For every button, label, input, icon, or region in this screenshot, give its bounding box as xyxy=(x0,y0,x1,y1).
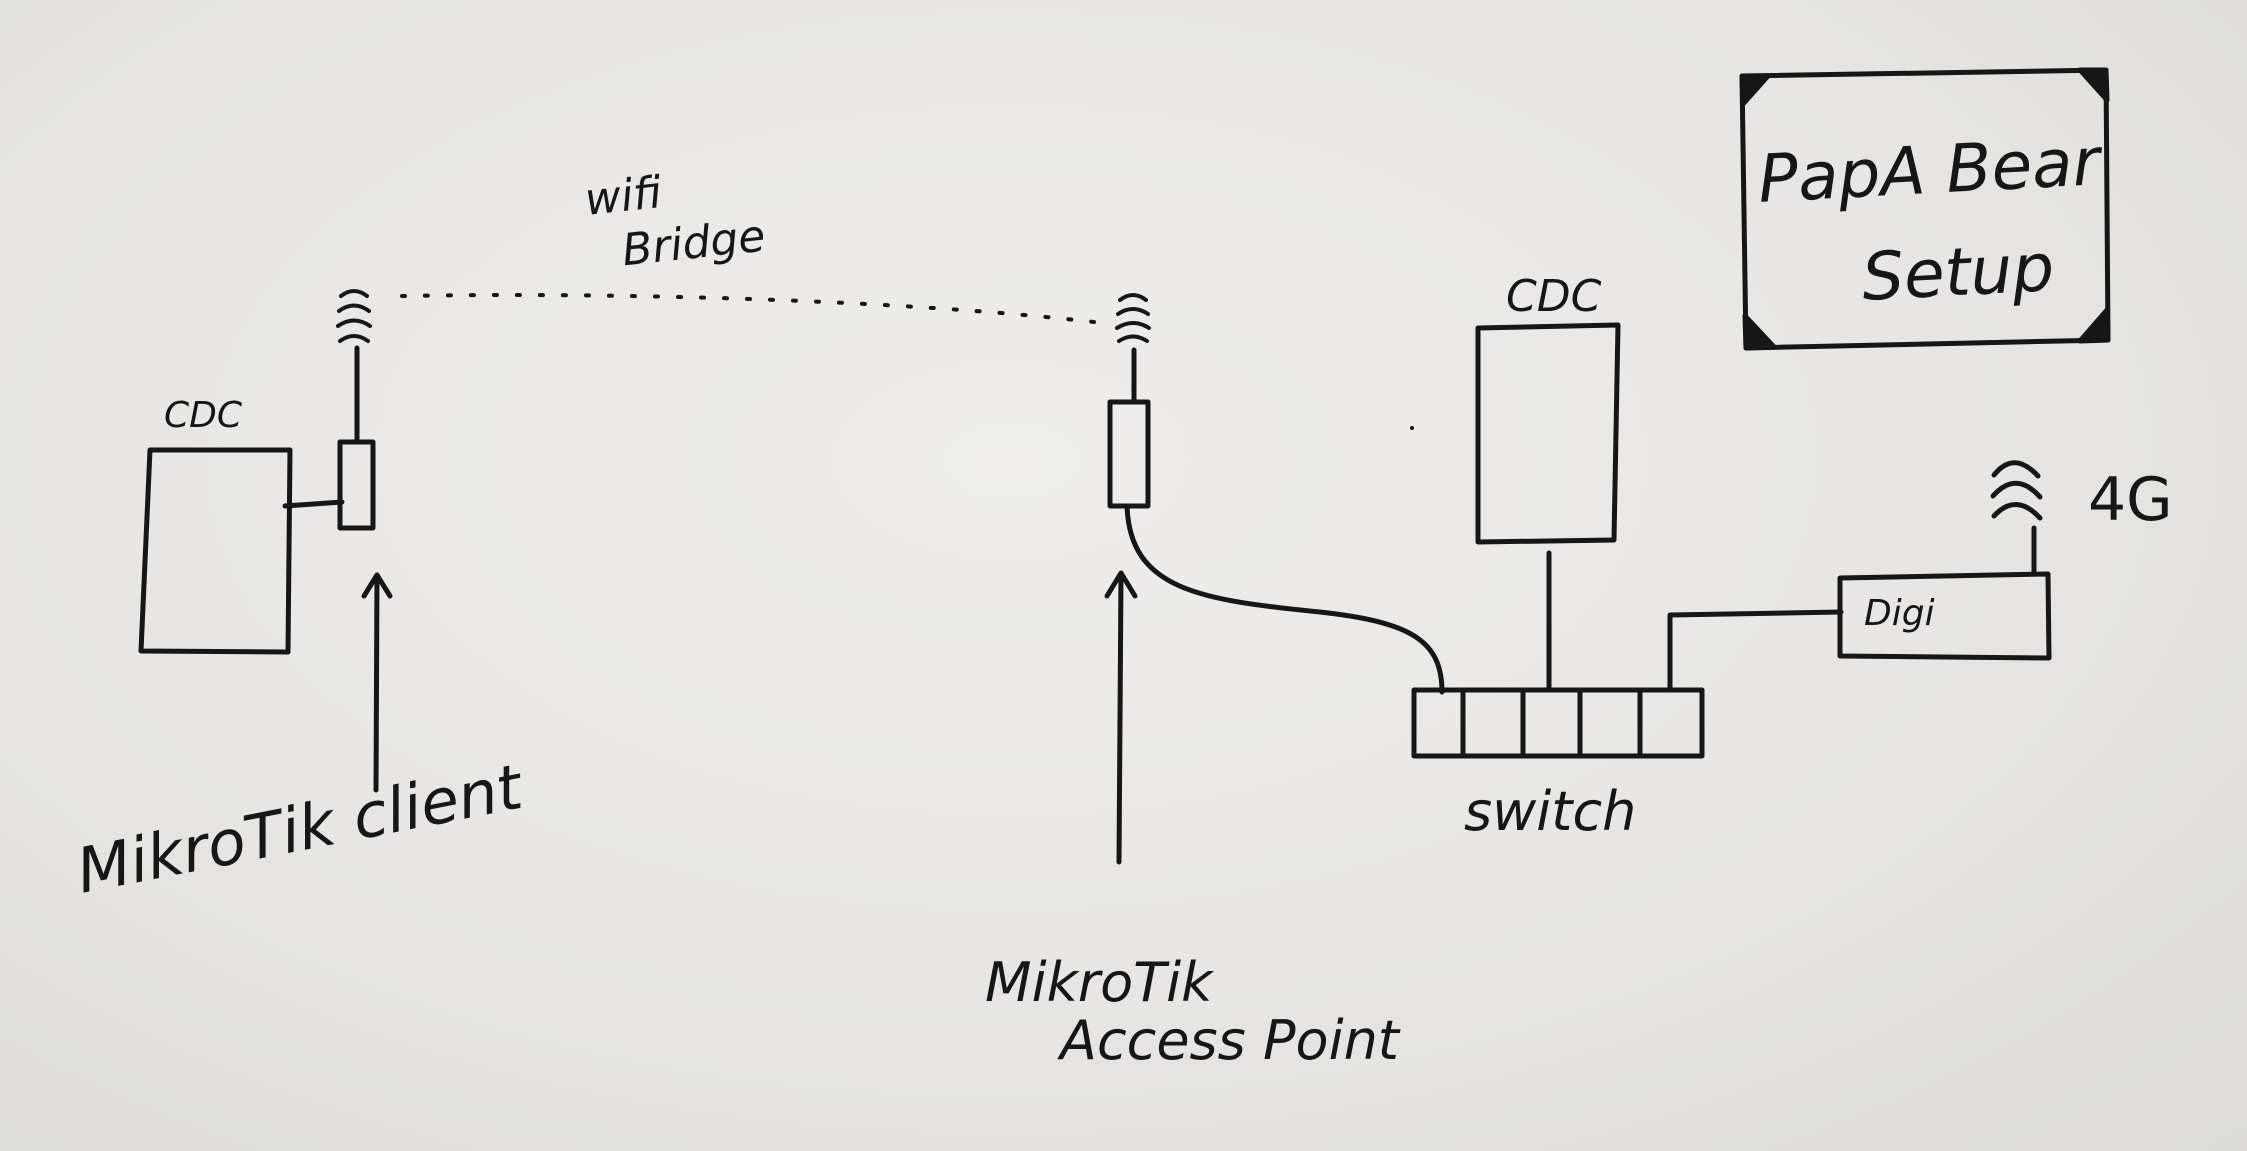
title-box-corner-br xyxy=(2077,307,2111,344)
mikrotik-ap-arrow-head xyxy=(1104,570,1138,599)
cellular-wifi-icon xyxy=(1990,460,2043,521)
ap-to-switch-cable xyxy=(1124,503,1445,695)
switch-device xyxy=(1411,687,1705,759)
mikrotik-client-arrow-shaft xyxy=(373,572,380,793)
digi-device xyxy=(1837,571,2052,661)
mikrotik-ap-arrow-shaft xyxy=(1116,572,1124,865)
mikrotik-client-wifi-icon xyxy=(336,289,372,343)
mikrotik-ap-wifi-icon xyxy=(1115,293,1151,343)
switch-to-digi-cable xyxy=(1667,609,1844,693)
mikrotik-client-arrow-head xyxy=(361,572,393,599)
wifi-bridge-label-line-1: wifi xyxy=(582,167,665,226)
title-box-corner-tr xyxy=(2077,67,2110,103)
ink-dot xyxy=(1410,426,1414,430)
wifi-bridge-link xyxy=(400,293,1096,324)
cellular-label: 4G xyxy=(2088,465,2173,535)
mikrotik-client-device xyxy=(337,439,376,531)
cdc-right-label: CDC xyxy=(1506,271,1602,322)
title-box-corner-tl xyxy=(1739,73,1771,107)
cdc-left-box xyxy=(138,447,293,655)
mikrotik-ap-label-line-1: MikroTik xyxy=(985,951,1213,1014)
title-line-2: Setup xyxy=(1860,229,2056,316)
title-line-1: PapA Bear xyxy=(1756,123,2102,218)
cdc-left-label: CDC xyxy=(164,395,242,436)
title-box xyxy=(1739,67,2111,351)
switch-label: switch xyxy=(1464,780,1637,843)
mikrotik-ap-device xyxy=(1107,399,1151,509)
mikrotik-ap-label-line-2: Access Point xyxy=(1060,1009,1399,1072)
cdc-left-link xyxy=(282,499,345,509)
title-box-corner-bl xyxy=(1742,313,1777,351)
cdc-right-box xyxy=(1475,322,1621,545)
digi-label: Digi xyxy=(1864,593,1935,634)
